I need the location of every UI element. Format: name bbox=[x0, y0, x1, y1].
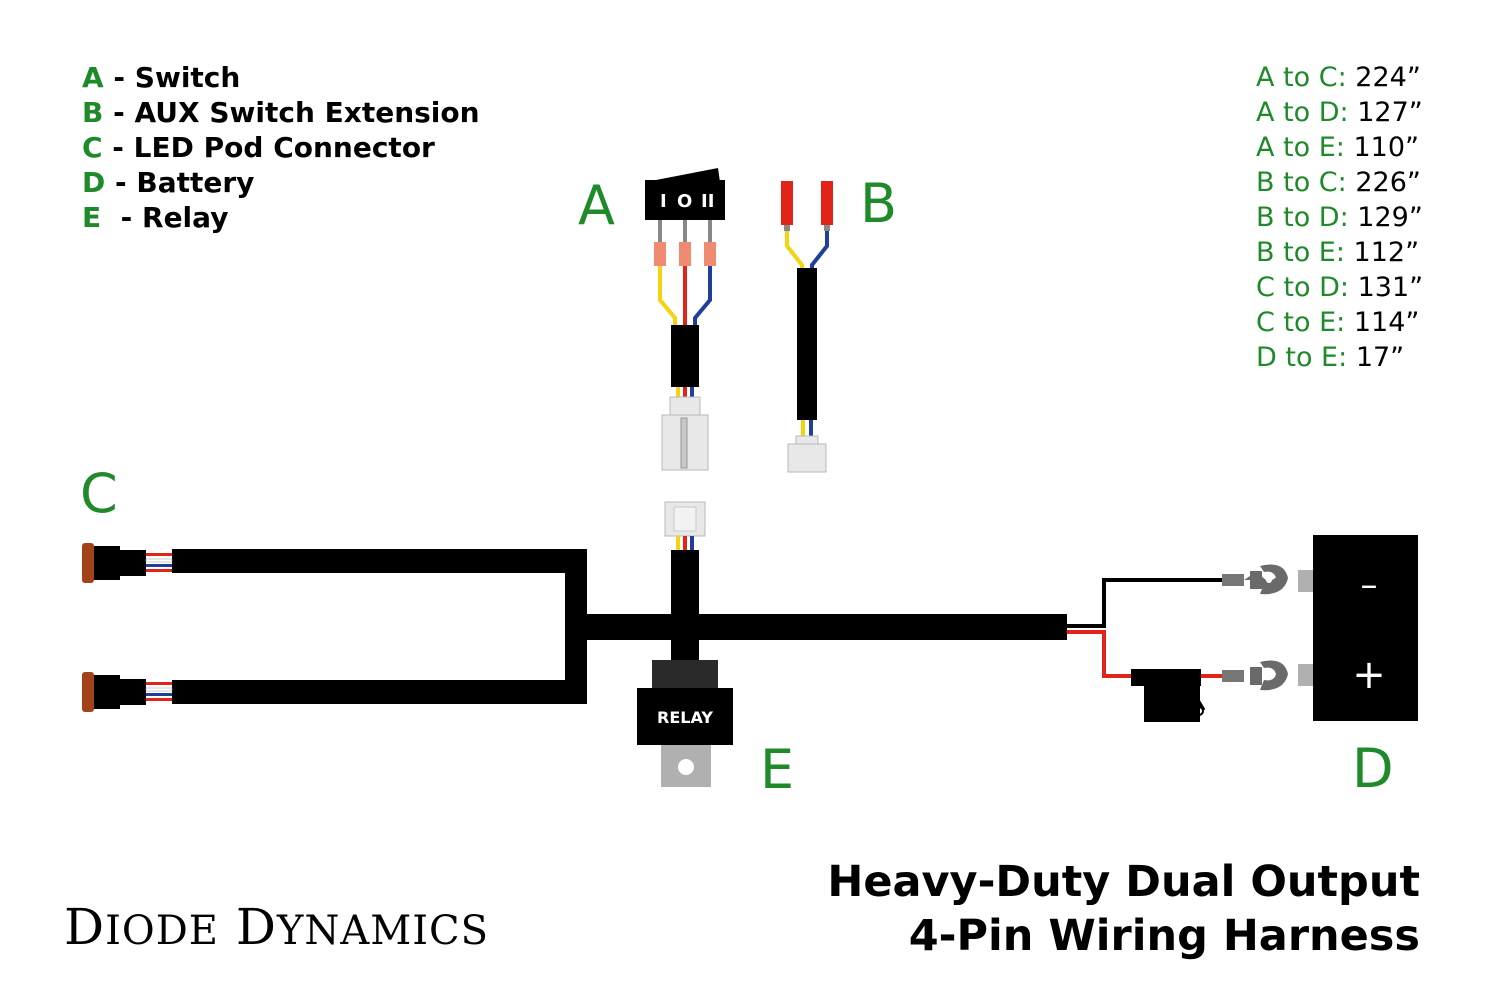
battery-leads bbox=[1067, 574, 1244, 682]
component-legend: A - Switch B - AUX Switch Extension C - … bbox=[82, 60, 480, 235]
wire-length-pair: C to E: bbox=[1256, 307, 1346, 338]
legend-label: - Relay bbox=[101, 201, 229, 234]
wire-length-value: 129” bbox=[1357, 202, 1423, 233]
wire-length-value: 226” bbox=[1355, 167, 1421, 198]
wire-length-value: 17” bbox=[1355, 342, 1405, 373]
wire-length-item: A to D: 127” bbox=[1256, 95, 1423, 130]
wire-length-pair: C to D: bbox=[1256, 272, 1350, 303]
wire-length-item: B to D: 129” bbox=[1256, 200, 1423, 235]
legend-key: B bbox=[82, 96, 104, 129]
legend-item: E - Relay bbox=[82, 200, 480, 235]
brand-initial-1: D bbox=[64, 898, 106, 956]
letter-a: A bbox=[578, 174, 615, 237]
wire-length-item: B to E: 112” bbox=[1256, 235, 1423, 270]
relay: RELAY bbox=[637, 660, 733, 787]
wire-lengths-list: A to C: 224” A to D: 127” A to E: 110” B… bbox=[1256, 60, 1423, 375]
wire-length-item: B to C: 226” bbox=[1256, 165, 1423, 200]
ring-terminal-positive bbox=[1250, 660, 1288, 691]
harness-switch-plug bbox=[664, 501, 706, 550]
wire-length-pair: A to C: bbox=[1256, 62, 1347, 93]
wire-length-item: C to D: 131” bbox=[1256, 270, 1423, 305]
inline-fuse-holder bbox=[1131, 669, 1206, 722]
wire-length-item: A to C: 224” bbox=[1256, 60, 1423, 95]
wire-length-item: C to E: 114” bbox=[1256, 305, 1423, 340]
battery-positive-symbol: + bbox=[1352, 652, 1386, 698]
wire-length-pair: B to D: bbox=[1256, 202, 1349, 233]
relay-label: RELAY bbox=[657, 708, 713, 727]
wire-length-value: 127” bbox=[1357, 97, 1423, 128]
wire-length-pair: B to E: bbox=[1256, 237, 1345, 268]
ring-terminal-negative bbox=[1244, 564, 1288, 595]
led-pod-connector-top bbox=[82, 543, 173, 583]
legend-key: A bbox=[82, 61, 104, 94]
legend-item: A - Switch bbox=[82, 60, 480, 95]
switch-label-on: I bbox=[660, 191, 667, 212]
aux-switch-extension bbox=[781, 181, 833, 473]
main-harness bbox=[172, 549, 1067, 704]
wire-length-pair: B to C: bbox=[1256, 167, 1347, 198]
wire-length-value: 131” bbox=[1357, 272, 1424, 303]
wire-length-value: 224” bbox=[1355, 62, 1421, 93]
brand-initial-2: D bbox=[235, 898, 277, 956]
title-line-2: 4-Pin Wiring Harness bbox=[908, 911, 1420, 961]
led-pod-connector-bottom bbox=[82, 672, 173, 712]
diagram-title: Heavy-Duty Dual Output 4-Pin Wiring Harn… bbox=[827, 855, 1420, 963]
letter-e: E bbox=[760, 738, 794, 801]
legend-item: C - LED Pod Connector bbox=[82, 130, 480, 165]
wire-length-value: 114” bbox=[1353, 307, 1420, 338]
wire-length-item: D to E: 17” bbox=[1256, 340, 1423, 375]
wire-length-value: 110” bbox=[1353, 132, 1420, 163]
wire-length-item: A to E: 110” bbox=[1256, 130, 1423, 165]
legend-label: - AUX Switch Extension bbox=[103, 96, 480, 129]
legend-label: - LED Pod Connector bbox=[102, 131, 435, 164]
legend-label: - Switch bbox=[103, 61, 241, 94]
switch-label-on2: II bbox=[701, 191, 714, 212]
legend-item: B - AUX Switch Extension bbox=[82, 95, 480, 130]
letter-d: D bbox=[1352, 737, 1394, 800]
wire-length-pair: D to E: bbox=[1256, 342, 1348, 373]
brand-rest-1: IODE bbox=[105, 908, 219, 954]
wire-length-pair: A to E: bbox=[1256, 132, 1345, 163]
wire-length-pair: A to D: bbox=[1256, 97, 1349, 128]
legend-item: D - Battery bbox=[82, 165, 480, 200]
switch-label-off: O bbox=[677, 191, 692, 212]
rocker-switch: I O II bbox=[645, 168, 725, 471]
letter-b: B bbox=[860, 172, 897, 235]
legend-key: E bbox=[82, 201, 102, 234]
brand-rest-2: YNAMICS bbox=[276, 908, 490, 954]
wire-length-value: 112” bbox=[1353, 237, 1420, 268]
battery: – + bbox=[1298, 535, 1418, 721]
legend-key: C bbox=[82, 131, 103, 164]
title-line-1: Heavy-Duty Dual Output bbox=[827, 857, 1420, 907]
legend-key: D bbox=[82, 166, 106, 199]
brand-logo: DIODE DYNAMICS bbox=[64, 898, 489, 956]
legend-label: - Battery bbox=[105, 166, 255, 199]
letter-c: C bbox=[80, 462, 118, 525]
battery-negative-symbol: – bbox=[1361, 565, 1378, 605]
